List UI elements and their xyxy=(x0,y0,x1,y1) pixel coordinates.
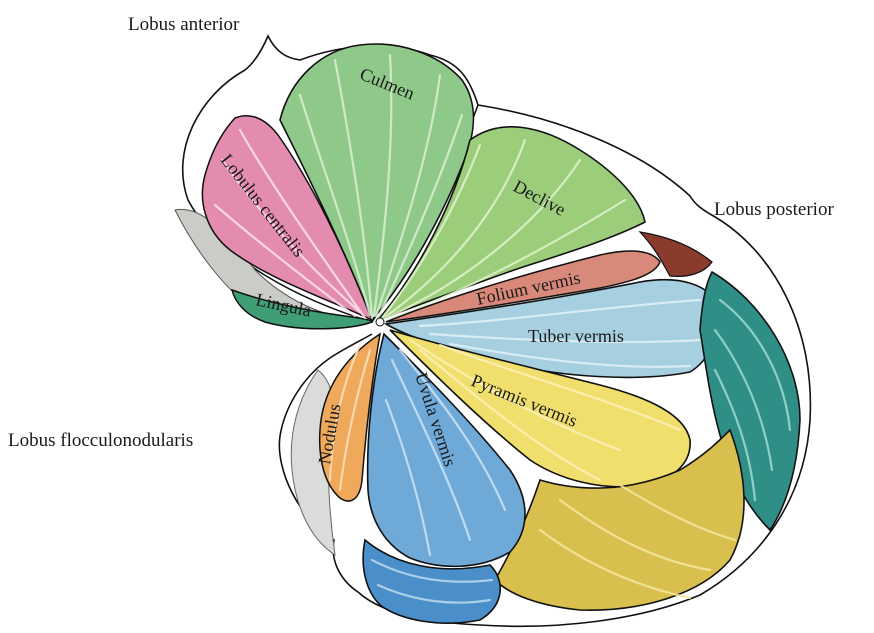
label-lobus-anterior: Lobus anterior xyxy=(128,14,240,35)
label-lobus-flocculonodularis: Lobus flocculonodularis xyxy=(8,430,193,451)
fastigium-point xyxy=(376,318,384,326)
label-lobus-posterior: Lobus posterior xyxy=(714,199,834,220)
label-tuber-vermis: Tuber vermis xyxy=(528,326,624,346)
